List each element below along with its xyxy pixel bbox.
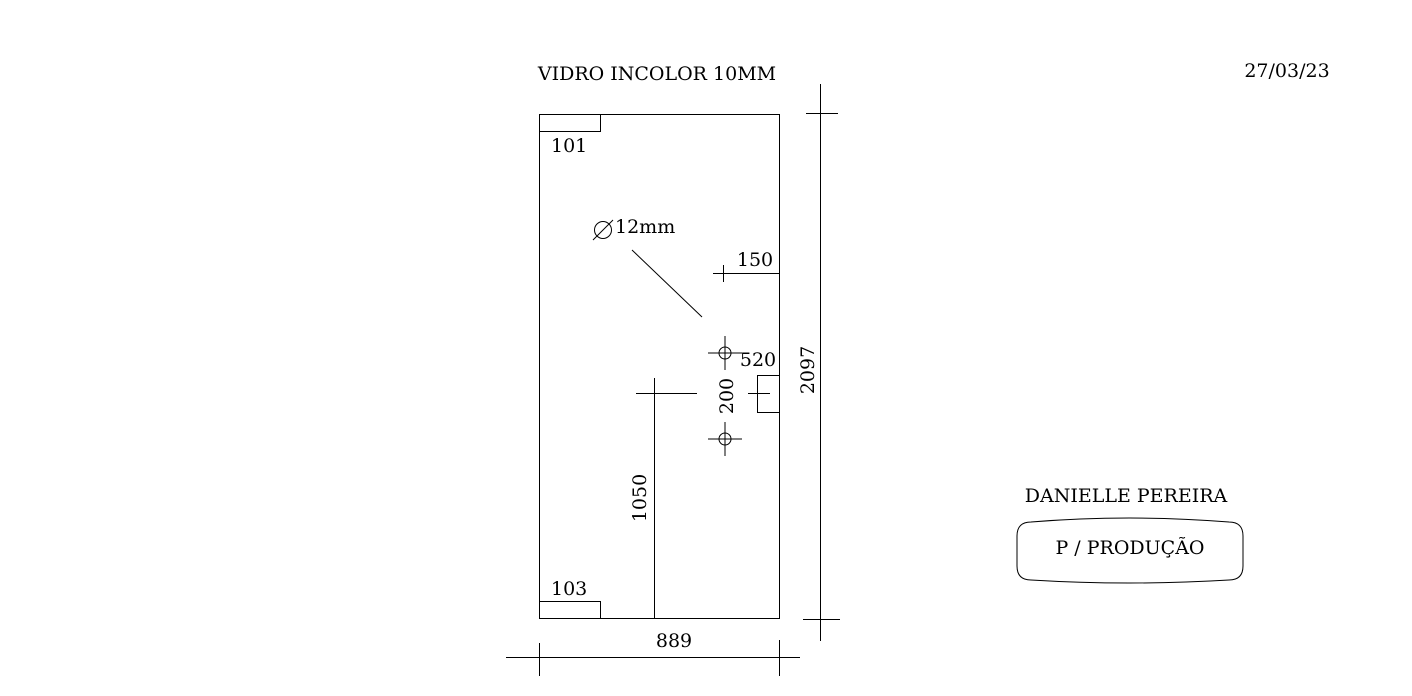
client-name: DANIELLE PEREIRA: [1025, 485, 1228, 507]
handle-height-label: 1050: [629, 474, 651, 522]
width-label: 889: [656, 630, 692, 652]
glass-panel-outline: [539, 114, 780, 619]
drawing-date: 27/03/23: [1244, 60, 1329, 82]
hole-offset-dimension: [713, 265, 779, 282]
hole-spacing-label: 200: [716, 378, 738, 414]
hole-diameter-label: 12mm: [615, 216, 675, 238]
hole-offset-label: 150: [737, 249, 773, 271]
handle-notch: [748, 375, 780, 413]
corner-fitting-top: [539, 114, 601, 132]
corner-top-label: 101: [551, 135, 587, 157]
handle-height-dimension: [636, 378, 697, 618]
corner-fitting-bottom: [539, 601, 601, 619]
handle-position-label: 520: [740, 349, 776, 371]
diameter-leader-line: [631, 249, 703, 318]
height-label: 2097: [797, 346, 819, 394]
hole-lower: [708, 422, 742, 456]
material-title: VIDRO INCOLOR 10MM: [537, 63, 776, 85]
production-stamp: [1016, 517, 1244, 584]
hole-upper: [708, 336, 742, 370]
width-dimension: [506, 640, 800, 676]
diameter-icon: [592, 219, 614, 241]
height-dimension: [803, 84, 840, 641]
production-stamp-label: P / PRODUÇÃO: [1055, 537, 1204, 559]
corner-bottom-label: 103: [551, 578, 587, 600]
